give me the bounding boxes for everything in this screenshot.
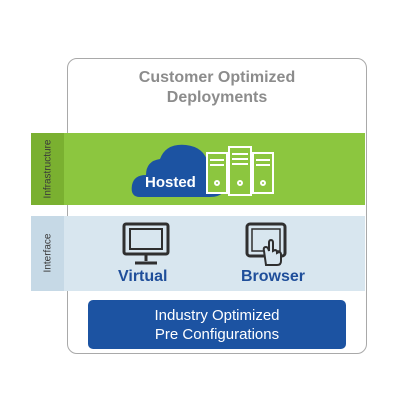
title-line-1: Customer Optimized — [138, 69, 296, 86]
interface-band — [31, 216, 365, 291]
infrastructure-label: Infrastructure — [42, 139, 54, 199]
banner-line-1: Industry Optimized — [154, 307, 280, 324]
touch-tablet-icon — [245, 222, 287, 266]
industry-banner: Industry Optimized Pre Configurations — [88, 300, 346, 349]
monitor-icon — [122, 222, 170, 265]
title-line-2: Deployments — [166, 89, 268, 106]
banner-line-2: Pre Configurations — [154, 326, 280, 343]
virtual-label: Virtual — [118, 268, 168, 285]
infrastructure-tab — [31, 133, 64, 205]
hosted-label: Hosted — [145, 174, 196, 191]
server-rack-icon — [206, 146, 274, 196]
browser-label: Browser — [241, 268, 306, 285]
interface-tab — [31, 216, 64, 291]
cloud-icon — [131, 144, 227, 197]
interface-label: Interface — [42, 233, 54, 273]
diagram-title: Customer Optimized Deployments — [67, 68, 367, 108]
